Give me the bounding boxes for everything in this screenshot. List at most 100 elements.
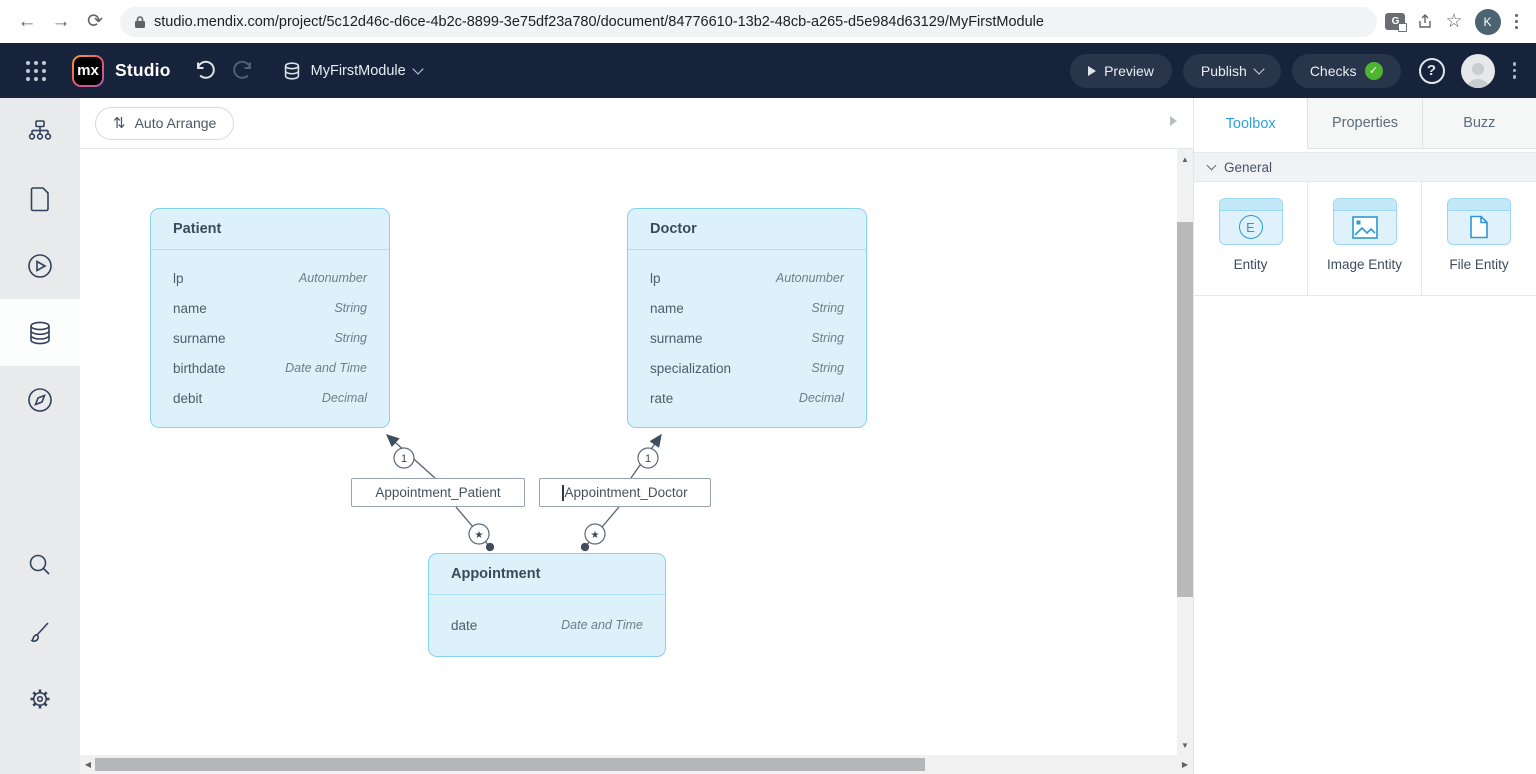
checks-button[interactable]: Checks ✓ xyxy=(1291,53,1401,88)
auto-arrange-button[interactable]: ⇅ Auto Arrange xyxy=(95,106,235,140)
attribute-type: Decimal xyxy=(798,391,844,405)
scroll-left-icon[interactable]: ◀ xyxy=(84,760,92,769)
attribute-row[interactable]: surname String xyxy=(628,323,866,353)
panel-collapse-arrow-icon[interactable] xyxy=(1170,116,1177,126)
database-icon xyxy=(284,61,299,80)
toolbox-item-image-entity[interactable]: Image Entity xyxy=(1308,182,1422,295)
svg-text:★: ★ xyxy=(591,530,600,541)
browser-back-icon[interactable]: ← xyxy=(17,10,37,32)
vertical-scrollbar-thumb[interactable] xyxy=(1177,222,1193,597)
attribute-type: String xyxy=(811,361,844,375)
attribute-row[interactable]: birthdate Date and Time xyxy=(151,353,389,383)
sidebar-item-pages[interactable] xyxy=(0,165,80,232)
right-panel-tabs: Toolbox Properties Buzz xyxy=(1194,98,1536,149)
sidebar-item-microflows[interactable] xyxy=(0,232,80,299)
canvas-column: ⇅ Auto Arrange xyxy=(80,98,1194,774)
left-sidebar xyxy=(0,98,80,774)
mendix-logo[interactable]: mx xyxy=(72,55,104,87)
bookmark-star-icon[interactable]: ☆ xyxy=(1445,11,1463,32)
attribute-name: name xyxy=(173,300,207,316)
toolbox-item-entity[interactable]: E Entity xyxy=(1194,182,1308,295)
apps-grid-icon[interactable] xyxy=(14,51,58,91)
studio-header: mx Studio MyFirstModule Preview xyxy=(0,43,1536,98)
attribute-type: Date and Time xyxy=(285,361,367,375)
attribute-row[interactable]: debit Decimal xyxy=(151,383,389,413)
arrange-arrows-icon: ⇅ xyxy=(113,115,126,132)
sidebar-item-sitemap[interactable] xyxy=(0,98,80,165)
entity-patient[interactable]: Patient lp Autonumber name String surnam… xyxy=(150,208,390,428)
header-menu-icon[interactable] xyxy=(1507,58,1523,83)
horizontal-scrollbar[interactable]: ◀ ▶ xyxy=(80,755,1193,774)
chevron-down-icon xyxy=(412,62,424,75)
sidebar-item-theme-brush[interactable] xyxy=(0,598,80,665)
sidebar-item-settings[interactable] xyxy=(0,665,80,732)
entity-title: Patient xyxy=(151,209,389,250)
scroll-up-icon[interactable]: ▲ xyxy=(1181,154,1189,164)
attribute-row[interactable]: lp Autonumber xyxy=(151,263,389,293)
attribute-type: Date and Time xyxy=(561,618,643,632)
attribute-row[interactable]: lp Autonumber xyxy=(628,263,866,293)
attribute-name: lp xyxy=(173,270,184,286)
attribute-name: rate xyxy=(650,390,674,406)
attribute-name: lp xyxy=(650,270,661,286)
undo-button[interactable] xyxy=(193,59,217,83)
attribute-name: date xyxy=(451,617,478,633)
sidebar-item-search[interactable] xyxy=(0,531,80,598)
tab-toolbox[interactable]: Toolbox xyxy=(1194,98,1308,149)
attribute-row[interactable]: name String xyxy=(151,293,389,323)
attribute-name: surname xyxy=(650,330,703,346)
attribute-name: surname xyxy=(173,330,226,346)
attribute-type: Autonumber xyxy=(298,271,367,285)
attribute-type: String xyxy=(334,301,367,315)
check-circle-icon: ✓ xyxy=(1364,61,1383,80)
association-label-appointment-doctor[interactable]: Appointment_Doctor xyxy=(539,478,711,507)
browser-forward-icon[interactable]: → xyxy=(51,10,71,32)
publish-button[interactable]: Publish xyxy=(1182,53,1281,88)
vertical-scrollbar[interactable]: ▲ ▼ xyxy=(1177,149,1193,755)
module-selector[interactable]: MyFirstModule xyxy=(281,60,424,82)
browser-chrome: ← → ⟳ studio.mendix.com/project/5c12d46c… xyxy=(0,0,1536,43)
scroll-down-icon[interactable]: ▼ xyxy=(1181,740,1189,750)
play-icon xyxy=(1088,65,1097,76)
right-panel: Toolbox Properties Buzz General E Entity xyxy=(1194,98,1536,774)
browser-reload-icon[interactable]: ⟳ xyxy=(87,11,103,32)
browser-menu-icon[interactable] xyxy=(1507,10,1527,34)
attribute-type: Decimal xyxy=(321,391,367,405)
toolbox-grid: E Entity Image Entity xyxy=(1194,182,1536,296)
help-button[interactable]: ? xyxy=(1418,57,1445,84)
section-general[interactable]: General xyxy=(1194,152,1536,182)
association-lines-layer: 1 1 ★ ★ xyxy=(386,433,662,552)
scroll-right-icon[interactable]: ▶ xyxy=(1181,760,1189,769)
address-bar[interactable]: studio.mendix.com/project/5c12d46c-d6ce-… xyxy=(120,6,1378,37)
association-label-appointment-patient[interactable]: Appointment_Patient xyxy=(351,478,525,507)
sidebar-item-navigation[interactable] xyxy=(0,366,80,433)
preview-button[interactable]: Preview xyxy=(1070,53,1172,88)
redo-button[interactable] xyxy=(231,59,255,83)
attribute-type: String xyxy=(334,331,367,345)
svg-text:★: ★ xyxy=(475,530,484,541)
browser-profile-avatar[interactable]: K xyxy=(1474,8,1501,35)
attribute-row[interactable]: date Date and Time xyxy=(429,610,665,640)
attribute-name: debit xyxy=(173,390,203,406)
svg-text:1: 1 xyxy=(645,453,651,465)
tab-properties[interactable]: Properties xyxy=(1307,98,1422,149)
app-title: Studio xyxy=(115,60,171,80)
url-text: studio.mendix.com/project/5c12d46c-d6ce-… xyxy=(154,13,1044,30)
entity-appointment[interactable]: Appointment date Date and Time xyxy=(428,553,666,657)
user-avatar[interactable] xyxy=(1460,53,1495,88)
attribute-row[interactable]: name String xyxy=(628,293,866,323)
attribute-row[interactable]: rate Decimal xyxy=(628,383,866,413)
attribute-name: name xyxy=(650,300,684,316)
horizontal-scrollbar-thumb[interactable] xyxy=(95,758,925,771)
entity-doctor[interactable]: Doctor lp Autonumber name String surname xyxy=(627,208,867,428)
attribute-type: String xyxy=(811,331,844,345)
toolbox-item-file-entity[interactable]: File Entity xyxy=(1422,182,1536,295)
attribute-row[interactable]: specialization String xyxy=(628,353,866,383)
translate-icon[interactable]: G xyxy=(1385,13,1408,32)
tab-buzz[interactable]: Buzz xyxy=(1421,98,1536,149)
attribute-row[interactable]: surname String xyxy=(151,323,389,353)
share-icon[interactable] xyxy=(1411,5,1439,39)
domain-model-canvas[interactable]: 1 1 ★ ★ Pa xyxy=(80,149,1193,755)
sidebar-item-domain-model[interactable] xyxy=(0,299,80,366)
